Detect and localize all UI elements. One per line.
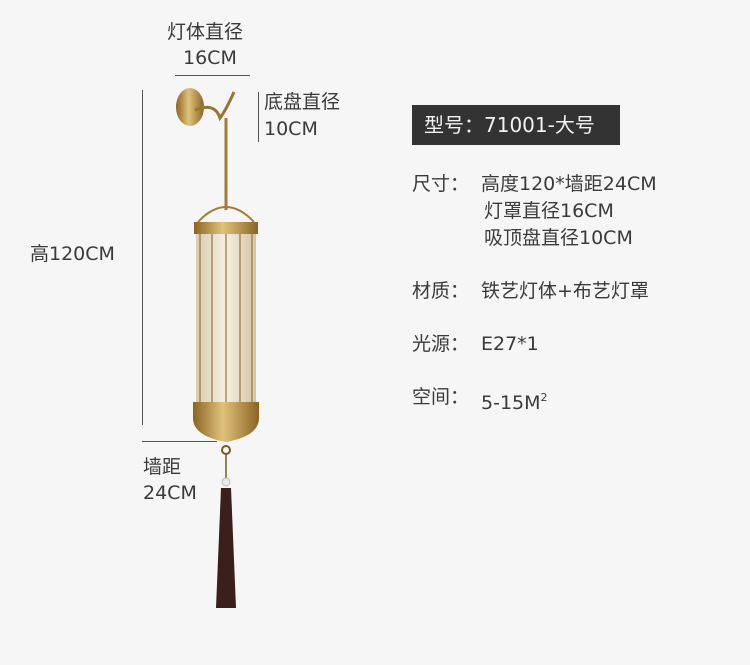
height-label: 高120CM <box>30 243 115 265</box>
size-line-1: 高度120*墙距24CM <box>481 173 657 195</box>
light-source-label: 光源： <box>412 333 470 355</box>
size-line-3: 吸顶盘直径10CM <box>484 227 633 249</box>
light-source-value: E27*1 <box>481 333 539 355</box>
size-label: 尺寸： <box>412 173 470 195</box>
base-diameter-value: 10CM <box>264 118 318 140</box>
height-line <box>142 90 143 425</box>
space-label: 空间： <box>412 386 470 408</box>
space-unit-sup: 2 <box>540 391 548 404</box>
base-diameter-label: 底盘直径 <box>264 91 341 113</box>
wall-plate <box>176 88 204 126</box>
wall-lamp-illustration <box>176 88 259 608</box>
wall-distance-line <box>142 441 217 442</box>
material-label: 材质： <box>412 280 470 302</box>
base-diameter-line <box>258 92 259 142</box>
material-value: 铁艺灯体+布艺灯罩 <box>481 280 649 302</box>
tassel <box>216 488 236 608</box>
space-value-text: 5-15M <box>481 392 541 414</box>
model-badge: 型号：71001-大号 <box>412 105 620 145</box>
wall-distance-label: 墙距 <box>143 456 182 478</box>
body-diameter-line <box>175 75 250 76</box>
body-diameter-label: 灯体直径 <box>167 21 244 43</box>
brass-base <box>193 402 259 442</box>
size-line-2: 灯罩直径16CM <box>484 200 614 222</box>
body-diameter-value: 16CM <box>183 47 237 69</box>
space-value: 5-15M2 <box>481 384 548 417</box>
wall-distance-value: 24CM <box>143 482 197 504</box>
